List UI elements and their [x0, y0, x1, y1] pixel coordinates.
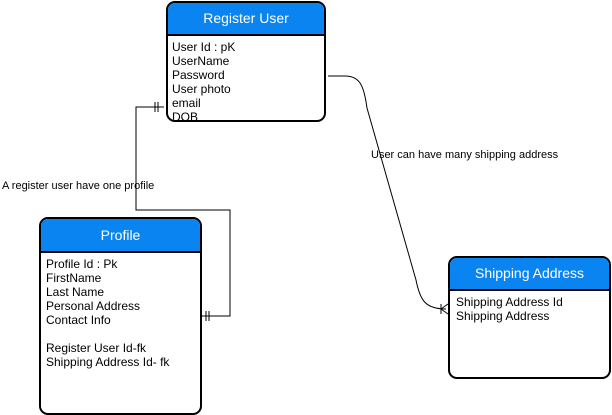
- field-first-name: FirstName: [46, 271, 102, 285]
- field-user-photo: User photo: [172, 82, 231, 96]
- entity-fields: User Id : pK UserName Password User phot…: [168, 36, 324, 122]
- entity-fields: Shipping Address Id Shipping Address: [450, 291, 609, 323]
- entity-register-user[interactable]: Register User User Id : pK UserName Pass…: [166, 1, 326, 122]
- field-password: Password: [172, 68, 225, 82]
- entity-title: Shipping Address: [450, 258, 609, 291]
- field-email: email: [172, 96, 201, 110]
- one-marker-profile-end: [205, 311, 210, 321]
- field-dob: DOB: [172, 110, 199, 122]
- entity-profile[interactable]: Profile Profile Id : Pk FirstName Last N…: [39, 217, 202, 415]
- entity-fields: Profile Id : Pk FirstName Last Name Pers…: [41, 253, 200, 369]
- field-contact-info: Contact Info: [46, 313, 111, 327]
- field-profile-id: Profile Id : Pk: [46, 257, 118, 271]
- field-shipping-address-id: Shipping Address Id: [456, 295, 563, 309]
- field-last-name: Last Name: [46, 285, 105, 299]
- entity-shipping-address[interactable]: Shipping Address Shipping Address Id Shi…: [448, 256, 611, 379]
- field-spacer: [46, 327, 200, 341]
- relationship-label-shipping: User can have many shipping address: [371, 149, 559, 161]
- field-user-id: User Id : pK: [172, 40, 236, 54]
- entity-title: Register User: [168, 3, 324, 36]
- field-personal-address: Personal Address: [46, 299, 141, 313]
- field-shipping-address-fk: Shipping Address Id- fk: [46, 355, 170, 369]
- one-marker-user-end: [154, 102, 159, 112]
- field-register-user-fk: Register User Id-fk: [46, 341, 147, 355]
- connector-user-profile: [135, 106, 231, 317]
- many-marker-shipping-end: [440, 303, 449, 315]
- entity-title: Profile: [41, 219, 200, 253]
- relationship-label-profile: A register user have one profile: [2, 180, 155, 192]
- field-username: UserName: [172, 54, 230, 68]
- field-shipping-address: Shipping Address: [456, 309, 550, 323]
- connector-user-shipping: [328, 75, 447, 310]
